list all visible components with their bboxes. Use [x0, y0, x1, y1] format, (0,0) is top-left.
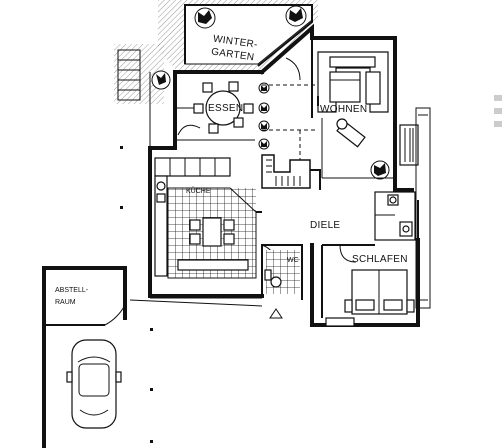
- bathroom: [374, 191, 416, 241]
- sofa-set: [317, 51, 389, 113]
- entrance-arrow-icon: [269, 308, 283, 319]
- double-bed: [344, 269, 415, 315]
- plant-icon: [285, 5, 307, 27]
- plant-icon: [151, 70, 171, 90]
- abstellraum-label-line1: ABSTELL-: [55, 287, 89, 294]
- abstellraum-room: ABSTELL- RAUM: [42, 266, 127, 448]
- staircase: [261, 154, 321, 190]
- room-label-abstellraum: ABSTELL- RAUM: [55, 287, 90, 306]
- car-icon: [66, 339, 122, 429]
- cropped-text-edge: [494, 95, 502, 127]
- plant-icon: [370, 160, 390, 180]
- desk: [336, 118, 366, 148]
- room-label-schlafen: SCHLAFEN: [352, 254, 408, 265]
- dining-table: [193, 81, 254, 134]
- wintergarten-room: WINTER- GARTEN: [158, 0, 318, 72]
- kitchen-table: [189, 217, 235, 247]
- terrace: [114, 44, 171, 104]
- terrace-lines: [129, 72, 263, 307]
- pillar-plants: [258, 82, 270, 150]
- kueche-room: KÜCHE: [154, 157, 257, 279]
- right-bay: [399, 107, 431, 309]
- plant-icon: [194, 7, 216, 29]
- wc-room: WC: [264, 250, 300, 294]
- essen-room: ESSEN: [175, 81, 255, 141]
- carport-posts: [120, 146, 153, 443]
- room-label-wc: WC: [287, 257, 299, 264]
- room-label-essen: ESSEN: [208, 103, 243, 114]
- room-label-kueche: KÜCHE: [186, 187, 211, 195]
- room-label-wohnen: WOHNEN: [320, 104, 367, 115]
- schlafen-room: SCHLAFEN: [322, 244, 415, 327]
- room-label-diele: DIELE: [310, 220, 340, 231]
- abstellraum-label-line2: RAUM: [55, 299, 76, 306]
- wohnen-room: WOHNEN: [285, 38, 395, 180]
